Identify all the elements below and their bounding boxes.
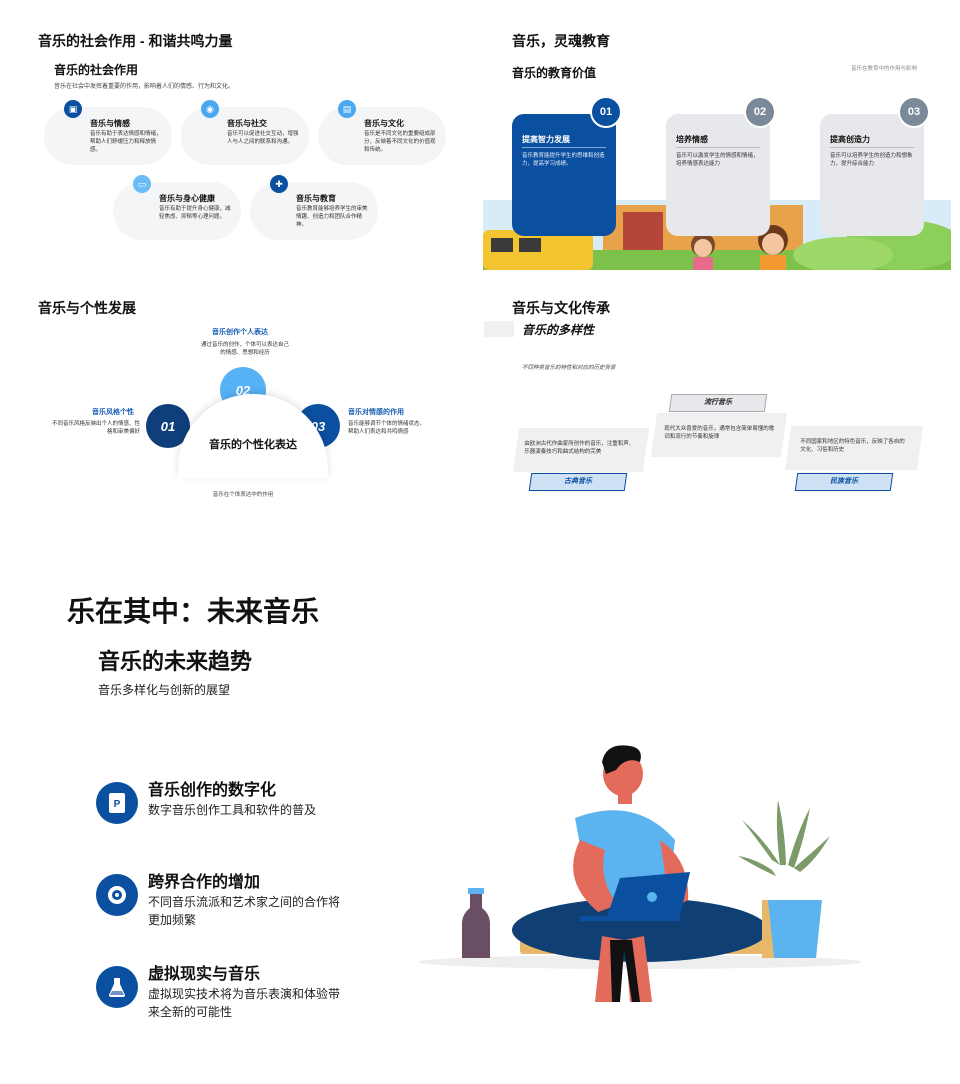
edu-card-3: 03 提高创造力 音乐可以培养学生的创造力和想象力，提升综合能力	[820, 96, 930, 236]
item-text: 音乐可以促进社交互动，增强人与人之间的联系和沟通。	[227, 131, 299, 145]
slide5-subtitle: 音乐的未来趋势	[98, 649, 253, 674]
item1-text: 不同音乐风格反映出个人的情感、性格和审美偏好	[52, 421, 141, 435]
pop-card: 现代大众喜爱的音乐，通常包含简单易懂的歌词和流行的节奏和旋律	[650, 413, 788, 457]
classical-label-box: 古典音乐	[528, 473, 628, 491]
item2-text: 通过音乐的创作，个体可以表达自己的情感、思想和经历	[200, 342, 289, 356]
feature3-text: 虚拟现实技术将为音乐表演和体验带来全新的可能性	[148, 987, 341, 1019]
slide1-title: 音乐的社会作用 - 和谐共鸣力量	[38, 33, 233, 49]
pop-text: 现代大众喜爱的音乐，通常包含简单易懂的歌词和流行的节奏和旋律	[664, 426, 775, 440]
card-divider	[522, 147, 606, 148]
item-text: 音乐教育能够培养学生的审美情趣、创造力和团队合作精神。	[296, 206, 368, 228]
education-icon: ✚	[270, 175, 288, 193]
edu-card-1: 01 提高智力发展 音乐教育能提升学生的思维和创造力，提高学习成绩。	[512, 96, 622, 236]
item2-title: 音乐创作个人表达	[212, 329, 268, 336]
card-text: 音乐可以培养学生的创造力和想象力，提升综合能力	[830, 153, 913, 167]
card-divider	[676, 147, 760, 148]
feature2-title: 跨界合作的增加	[148, 874, 261, 891]
card-number: 03	[898, 96, 930, 128]
item3-title: 音乐对情感的作用	[348, 409, 404, 416]
center-label: 音乐的个性化表达	[209, 439, 297, 451]
flask-icon	[96, 966, 138, 1008]
slide2-note: 音乐在教育中的作用与影响	[851, 66, 918, 72]
item-text: 音乐有助于表达情感和情绪，帮助人们舒缓压力和释放情感。	[90, 131, 162, 153]
item1-title: 音乐风格个性	[92, 409, 134, 416]
svg-text:P: P	[114, 799, 121, 810]
classical-label: 古典音乐	[564, 478, 592, 485]
pop-label: 流行音乐	[704, 399, 732, 406]
social-item-education: ✚ 音乐与教育 音乐教育能够培养学生的审美情趣、创造力和团队合作精神。	[250, 175, 378, 240]
classical-text: 由欧洲古代作曲家所创作的音乐，注重和声、乐器演奏技巧和曲式结构的完美	[524, 441, 635, 455]
item-title: 音乐与情感	[90, 119, 130, 128]
person-laptop-illustration	[418, 740, 870, 1010]
card-title: 提高智力发展	[522, 135, 570, 144]
slide1-description: 音乐在社会中发挥着重要的作用，影响着人们的情感、行为和文化。	[54, 84, 235, 90]
card-text: 音乐可以激发学生的情感和情绪，培养情感表达能力	[676, 153, 759, 167]
social-item-culture: ▤ 音乐与文化 音乐是不同文化的重要组成部分，反映着不同文化的价值观和传统。	[318, 100, 446, 165]
item-text: 音乐是不同文化的重要组成部分，反映着不同文化的价值观和传统。	[364, 131, 436, 153]
target-icon	[96, 874, 138, 916]
card-number: 01	[590, 96, 622, 128]
item-text: 音乐有助于提升身心健康，减轻焦虑、抑郁等心理问题。	[159, 206, 231, 220]
item-title: 音乐与身心健康	[159, 194, 215, 203]
item-title: 音乐与教育	[296, 194, 336, 203]
slide5-description: 音乐多样化与创新的展望	[98, 683, 231, 697]
item-title: 音乐与社交	[227, 119, 267, 128]
card-title: 提高创造力	[830, 135, 870, 144]
classical-card: 由欧洲古代作曲家所创作的音乐，注重和声、乐器演奏技巧和曲式结构的完美	[512, 428, 650, 472]
card-number: 02	[744, 96, 776, 128]
pop-label-box: 流行音乐	[668, 394, 768, 412]
slide3-title: 音乐与个性发展	[38, 300, 136, 316]
feature1-title: 音乐创作的数字化	[148, 782, 277, 799]
slide3-footer: 音乐在个体表达中的作用	[212, 492, 274, 498]
edu-card-2: 02 培养情感 音乐可以激发学生的情感和情绪，培养情感表达能力	[666, 96, 776, 236]
emotion-icon: ▣	[64, 100, 82, 118]
slide2-subtitle: 音乐的教育价值	[512, 66, 597, 80]
folk-label: 民族音乐	[830, 478, 858, 485]
folk-label-box: 民族音乐	[794, 473, 894, 491]
social-item-social: ◉ 音乐与社交 音乐可以促进社交互动，增强人与人之间的联系和沟通。	[181, 100, 309, 165]
social-item-emotion: ▣ 音乐与情感 音乐有助于表达情感和情绪，帮助人们舒缓压力和释放情感。	[44, 100, 172, 165]
slide5-title: 乐在其中：未来音乐	[67, 596, 320, 627]
subtitle-marker	[484, 321, 514, 337]
item3-text: 音乐能够调节个体的情绪状态，帮助人们表达和共鸣情感	[348, 421, 426, 435]
feature2-text: 不同音乐流派和艺术家之间的合作将更加频繁	[148, 895, 341, 927]
feature1-text: 数字音乐创作工具和软件的普及	[148, 803, 317, 817]
culture-icon: ▤	[338, 100, 356, 118]
slide4-description: 不同种类音乐的特性和对应的历史背景	[522, 365, 616, 371]
card-text: 音乐教育能提升学生的思维和创造力，提高学习成绩。	[522, 153, 605, 167]
slide4-title: 音乐与文化传承	[512, 300, 610, 316]
folk-text: 不同国家和地区的特色音乐，反映了各自的文化、习俗和历史	[800, 439, 905, 453]
slide2-title: 音乐，灵魂教育	[512, 33, 610, 49]
slide4-subtitle: 音乐的多样性	[522, 323, 595, 337]
health-icon: ▭	[133, 175, 151, 193]
document-icon: P	[96, 782, 138, 824]
social-icon: ◉	[201, 100, 219, 118]
card-divider	[830, 147, 914, 148]
slide1-subtitle: 音乐的社会作用	[54, 63, 139, 77]
card-title: 培养情感	[676, 135, 708, 144]
item-title: 音乐与文化	[364, 119, 404, 128]
social-item-health: ▭ 音乐与身心健康 音乐有助于提升身心健康，减轻焦虑、抑郁等心理问题。	[113, 175, 241, 240]
feature3-title: 虚拟现实与音乐	[148, 966, 261, 983]
folk-card: 不同国家和地区的特色音乐，反映了各自的文化、习俗和历史	[784, 426, 924, 470]
